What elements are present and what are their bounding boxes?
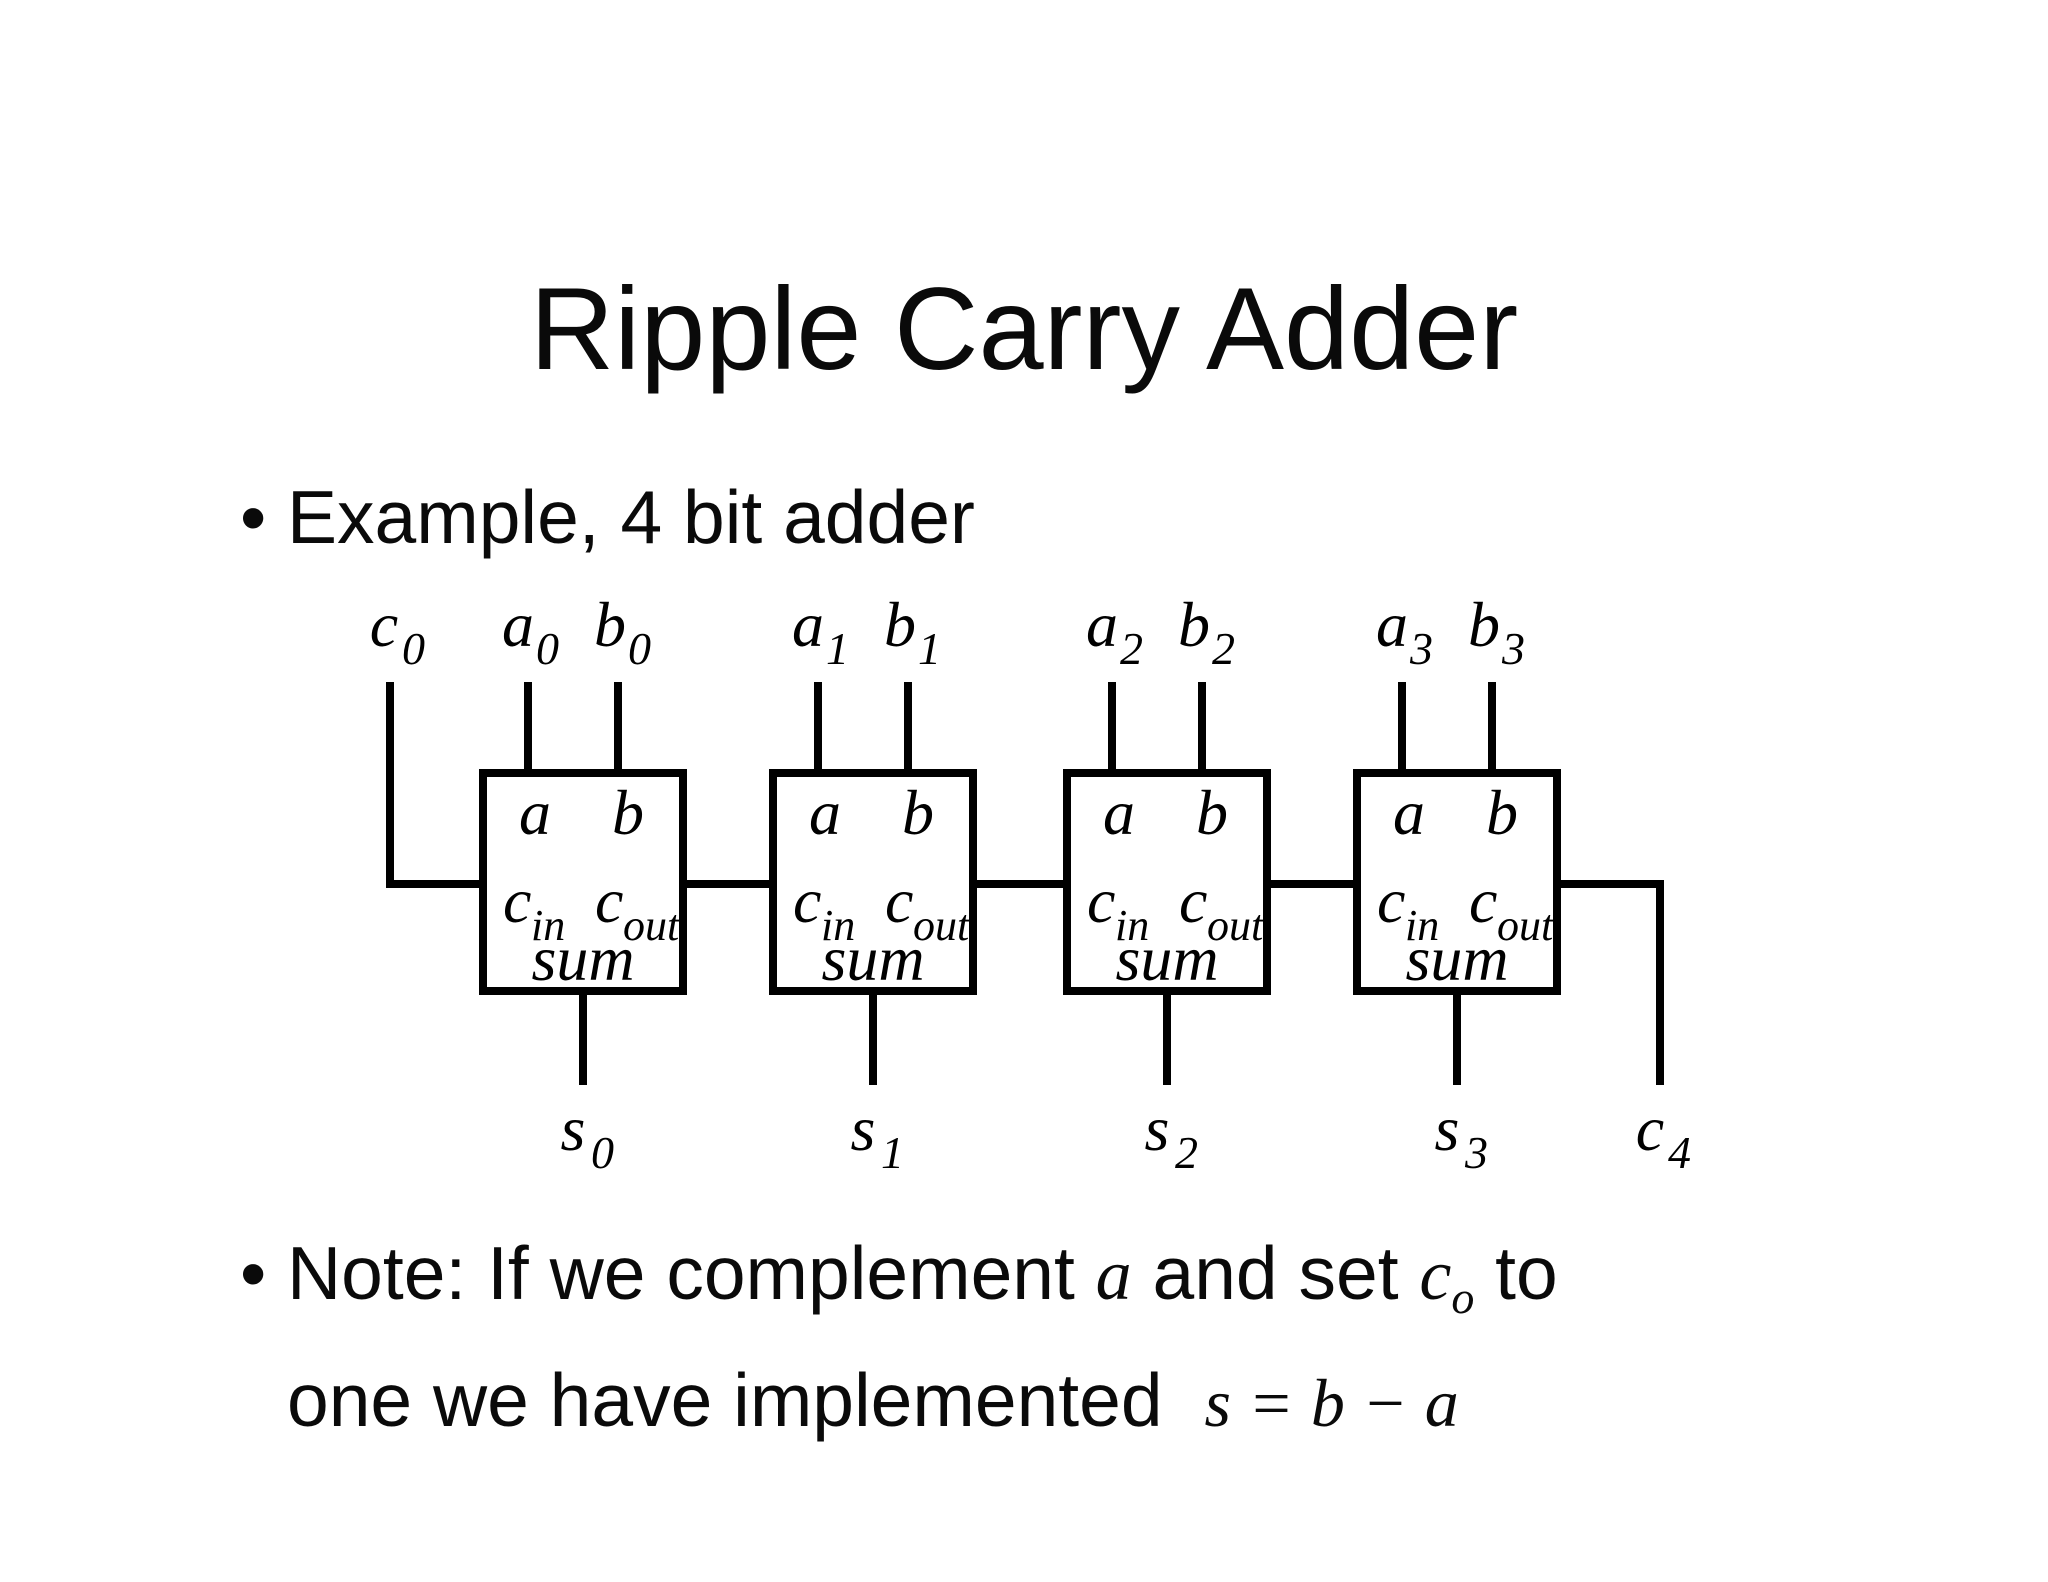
input-a-label-sub: 2: [1120, 623, 1143, 674]
port-cin-label-sub: in: [821, 901, 855, 950]
bullet-dot-icon: •: [240, 475, 267, 559]
bullet-dot-icon: •: [240, 1231, 267, 1315]
page-title: Ripple Carry Adder: [529, 263, 1519, 394]
port-sum-label: sum: [531, 923, 634, 994]
input-a-label-sub: 1: [826, 623, 849, 674]
adder-block-2: a 2 b 2 a b c in c out sum s 2: [1063, 589, 1271, 1178]
input-b-label-base: b: [1468, 589, 1500, 660]
sum-output-label-base: s: [851, 1093, 876, 1164]
input-b-label-sub: 3: [1501, 623, 1525, 674]
carry-out-label-base: c: [1636, 1093, 1664, 1164]
port-cin-label-sub: in: [531, 901, 565, 950]
input-b-label-sub: 1: [918, 623, 941, 674]
port-cout-label-base: c: [1469, 865, 1497, 936]
port-cout-label-base: c: [885, 865, 913, 936]
carry-out-label-sub: 4: [1668, 1127, 1691, 1178]
port-b-label: b: [1486, 777, 1518, 848]
note-equation: s = b − a: [1204, 1365, 1459, 1441]
input-b-label-base: b: [594, 589, 626, 660]
port-b-label: b: [612, 777, 644, 848]
adder-block-1: a 1 b 1 a b c in c out sum s 1: [769, 589, 977, 1178]
input-a-label-base: a: [1086, 589, 1118, 660]
input-b-label-sub: 0: [628, 623, 651, 674]
carry-in-wire: [386, 682, 487, 888]
port-sum-label: sum: [1405, 923, 1508, 994]
carry-in-group: c 0: [370, 589, 487, 888]
carry-in-label-base: c: [370, 589, 398, 660]
port-cout-label-sub: out: [913, 901, 971, 950]
carry-in-label-sub: 0: [402, 623, 425, 674]
bullet-note-block: • Note: If we complement a and set co to…: [240, 1222, 1558, 1454]
note-var-a: a: [1095, 1235, 1132, 1315]
port-cout-label-base: c: [595, 865, 623, 936]
input-a-label-sub: 3: [1409, 623, 1433, 674]
input-b-label-base: b: [884, 589, 916, 660]
note-line2-text: one we have implemented: [287, 1358, 1163, 1442]
sum-output-label-base: s: [561, 1093, 586, 1164]
input-a-label-base: a: [1376, 589, 1408, 660]
port-sum-label: sum: [1115, 923, 1218, 994]
bullet-example-text: Example, 4 bit adder: [287, 475, 975, 559]
input-b-label-base: b: [1178, 589, 1210, 660]
port-cout-label-sub: out: [623, 901, 681, 950]
port-cin-label-base: c: [1377, 865, 1405, 936]
port-a-label: a: [519, 777, 551, 848]
carry-out-group: c 4: [1553, 880, 1691, 1178]
port-cin-label-base: c: [1087, 865, 1115, 936]
note-line-1: Note: If we complement a and set co to: [287, 1222, 1558, 1349]
carry-out-wire: [1553, 880, 1664, 1085]
note-line-2: one we have implemented s = b − a: [287, 1349, 1558, 1454]
port-cin-label-base: c: [503, 865, 531, 936]
port-a-label: a: [809, 777, 841, 848]
port-cin-label-sub: in: [1405, 901, 1439, 950]
sum-output-label-sub: 1: [881, 1127, 904, 1178]
note-suffix: to: [1474, 1231, 1558, 1315]
note-var-c-subscript: o: [1451, 1272, 1475, 1323]
input-a-label-base: a: [502, 589, 534, 660]
input-a-label-base: a: [792, 589, 824, 660]
sum-output-label-sub: 3: [1464, 1127, 1488, 1178]
adder-block-3: a 3 b 3 a b c in c out sum s 3: [1353, 589, 1561, 1178]
adder-block-0: a 0 b 0 a b c in c out sum s 0: [479, 589, 687, 1178]
note-var-c: c: [1419, 1235, 1452, 1315]
port-sum-label: sum: [821, 923, 924, 994]
port-b-label: b: [1196, 777, 1228, 848]
sum-output-label-base: s: [1435, 1093, 1460, 1164]
port-cout-label-sub: out: [1497, 901, 1555, 950]
port-a-label: a: [1393, 777, 1425, 848]
port-cout-label-base: c: [1179, 865, 1207, 936]
input-a-label-sub: 0: [536, 623, 559, 674]
full-adder-box: [769, 769, 977, 995]
port-cin-label-base: c: [793, 865, 821, 936]
port-cin-label-sub: in: [1115, 901, 1149, 950]
port-a-label: a: [1103, 777, 1135, 848]
input-b-label-sub: 2: [1212, 623, 1235, 674]
port-b-label: b: [902, 777, 934, 848]
note-prefix: Note: If we complement: [287, 1231, 1096, 1315]
note-middle: and set: [1131, 1231, 1420, 1315]
full-adder-box: [1063, 769, 1271, 995]
sum-output-label-base: s: [1145, 1093, 1170, 1164]
port-cout-label-sub: out: [1207, 901, 1265, 950]
sum-output-label-sub: 0: [591, 1127, 614, 1178]
bullet-example-line: •Example, 4 bit adder: [240, 472, 975, 562]
sum-output-label-sub: 2: [1175, 1127, 1198, 1178]
